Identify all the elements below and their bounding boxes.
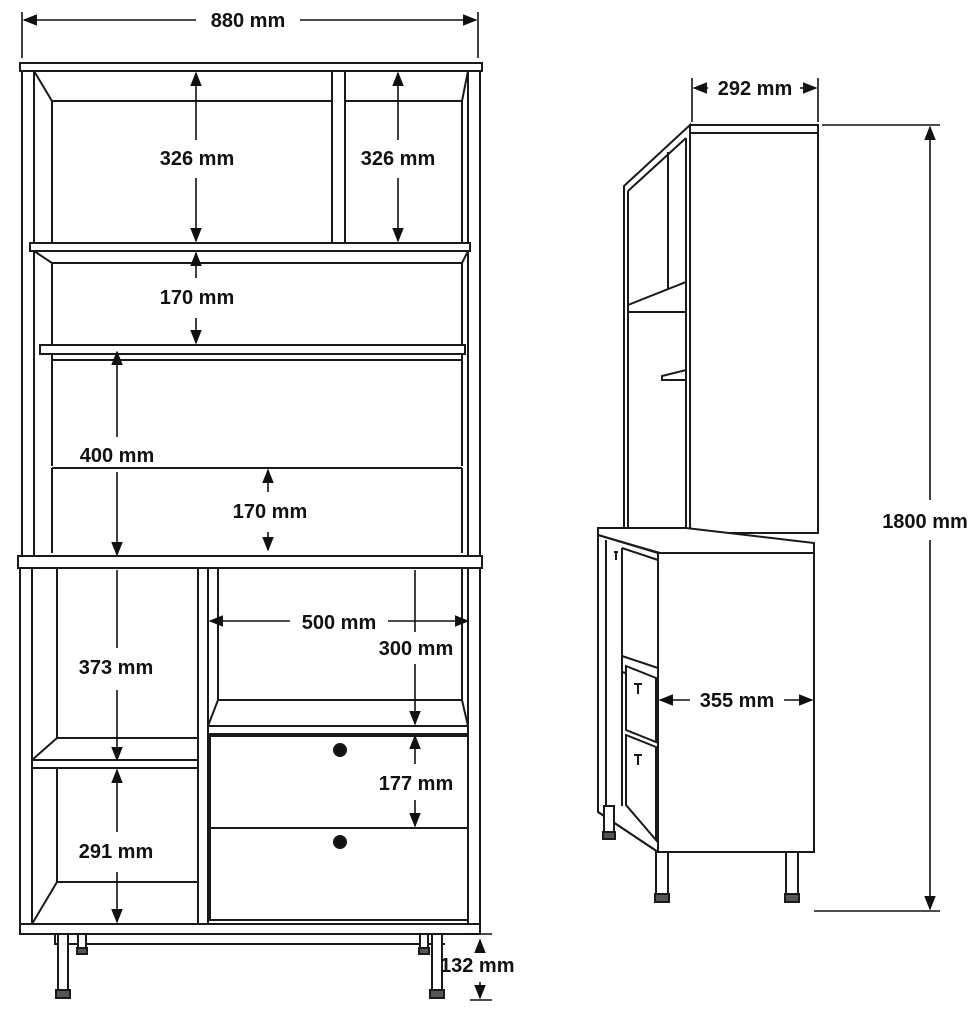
right-opening-width-label: 500 mm bbox=[302, 612, 377, 634]
front-dimensions bbox=[21, 12, 492, 1001]
front-view bbox=[17, 62, 483, 999]
base-top-board bbox=[17, 555, 483, 569]
hutch-right-side bbox=[467, 70, 481, 559]
side-depth-label: 292 mm bbox=[718, 78, 793, 100]
left-shelf bbox=[31, 759, 199, 769]
side-back-leg bbox=[603, 805, 615, 835]
side-upper-drawer bbox=[625, 664, 657, 744]
base-divider bbox=[197, 567, 209, 925]
inner-shelf-gap-label: 170 mm bbox=[233, 501, 308, 523]
base-left-side bbox=[19, 567, 33, 933]
side-rear-leg bbox=[785, 851, 799, 897]
leg-height-label: 132 mm bbox=[440, 955, 515, 977]
top-divider bbox=[331, 70, 346, 244]
hutch-left-side bbox=[21, 70, 35, 559]
right-opening-shelf bbox=[207, 725, 469, 735]
left-upper-compartment-label: 373 mm bbox=[79, 657, 154, 679]
shelf-2 bbox=[39, 344, 466, 355]
base-right-side bbox=[467, 567, 481, 933]
base-bottom-board bbox=[19, 923, 481, 935]
side-dimensions bbox=[658, 78, 940, 912]
lower-drawer-knob bbox=[333, 835, 347, 849]
drawer-height-label: 177 mm bbox=[379, 773, 454, 795]
base-depth-label: 355 mm bbox=[700, 690, 775, 712]
right-opening-height-label: 300 mm bbox=[379, 638, 454, 660]
upper-shelf-gap-label: 170 mm bbox=[160, 287, 235, 309]
top-right-compartment-label: 326 mm bbox=[361, 148, 436, 170]
front-left-leg bbox=[57, 933, 69, 993]
shelf-1 bbox=[29, 242, 471, 252]
hutch-top-board bbox=[19, 62, 483, 72]
left-lower-compartment-label: 291 mm bbox=[79, 841, 154, 863]
front-width-label: 880 mm bbox=[211, 10, 286, 32]
side-view bbox=[597, 122, 819, 903]
side-lower-drawer bbox=[625, 733, 657, 843]
top-left-compartment-label: 326 mm bbox=[160, 148, 235, 170]
hutch-side-panel bbox=[689, 124, 819, 534]
middle-opening-label: 400 mm bbox=[80, 445, 155, 467]
total-height-label: 1800 mm bbox=[882, 511, 968, 533]
side-front-leg bbox=[655, 851, 669, 897]
upper-drawer-knob bbox=[333, 743, 347, 757]
